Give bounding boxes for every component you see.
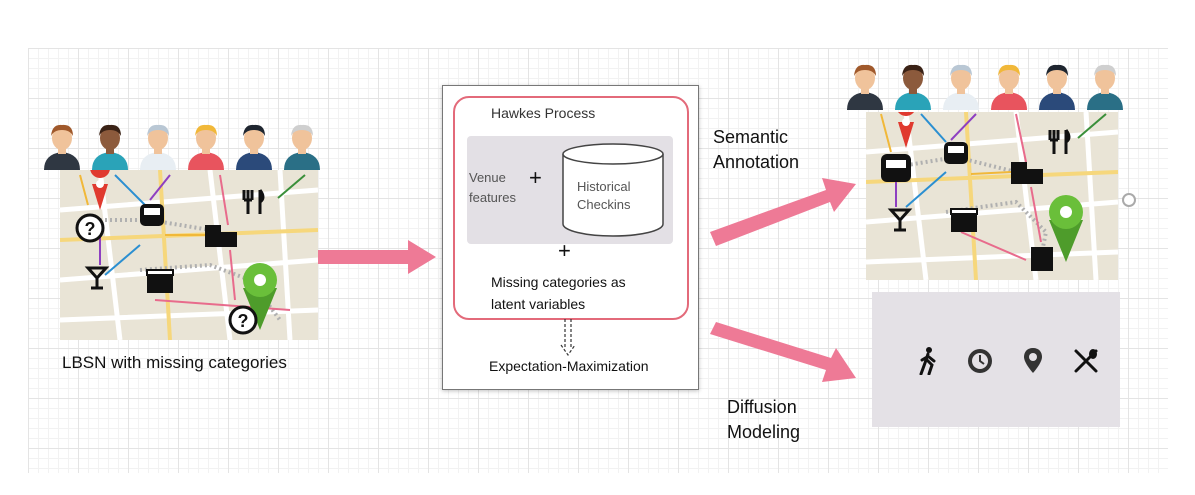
diffusion-arrow: [710, 322, 856, 382]
hawkes-process-box: Hawkes Process Venue features + Historic…: [442, 85, 699, 390]
user-avatars-left: [42, 122, 322, 170]
woman-dark-icon: [893, 62, 933, 110]
woman-blonde-icon: [186, 122, 226, 170]
semantic-arrow: [710, 178, 856, 246]
man-brown-hair-icon: [42, 122, 82, 170]
hawkes-process-frame: Hawkes Process Venue features + Historic…: [453, 96, 689, 320]
down-arrow: [560, 319, 576, 357]
right-map: [866, 112, 1118, 280]
woman-blonde-icon: [989, 62, 1029, 110]
diffusion-modeling-label: Diffusion Modeling: [727, 397, 801, 442]
woman-black-hair-icon: [1037, 62, 1077, 110]
woman-black-hair-icon: [234, 122, 274, 170]
restaurant-icon: [1074, 349, 1098, 373]
historical-checkins-label: Historical Checkins: [577, 179, 631, 212]
latent-variables-label: Missing categories as latent variables: [491, 274, 626, 312]
venue-features-label: Venue features: [469, 170, 516, 205]
database-icon: [562, 143, 664, 237]
doctor-icon: [941, 62, 981, 110]
left-caption: LBSN with missing categories: [62, 353, 287, 372]
svg-text:?: ?: [238, 311, 249, 331]
old-man-icon: [282, 122, 322, 170]
clock-icon: [968, 349, 992, 373]
diffusion-panel: [872, 292, 1120, 427]
connector-dot: [1122, 193, 1136, 207]
doctor-icon: [138, 122, 178, 170]
em-label: Expectation-Maximization: [489, 358, 649, 374]
left-map: ? ?: [60, 170, 318, 340]
old-man-icon: [1085, 62, 1125, 110]
walking-person-icon: [919, 347, 936, 375]
semantic-annotation-label: Semantic Annotation: [713, 127, 800, 172]
plus-sign-2: +: [558, 238, 571, 263]
left-map-graphic: ? ?: [60, 170, 318, 340]
hawkes-title: Hawkes Process: [491, 105, 596, 121]
right-map-graphic: [866, 112, 1118, 280]
feature-area: Venue features + Historical Checkins: [467, 136, 673, 244]
svg-text:?: ?: [85, 219, 96, 239]
right-arrow: [318, 240, 436, 274]
location-pin-icon: [1024, 348, 1042, 373]
man-brown-hair-icon: [845, 62, 885, 110]
plus-sign-1: +: [529, 165, 542, 190]
user-avatars-right: [845, 62, 1125, 110]
woman-dark-icon: [90, 122, 130, 170]
